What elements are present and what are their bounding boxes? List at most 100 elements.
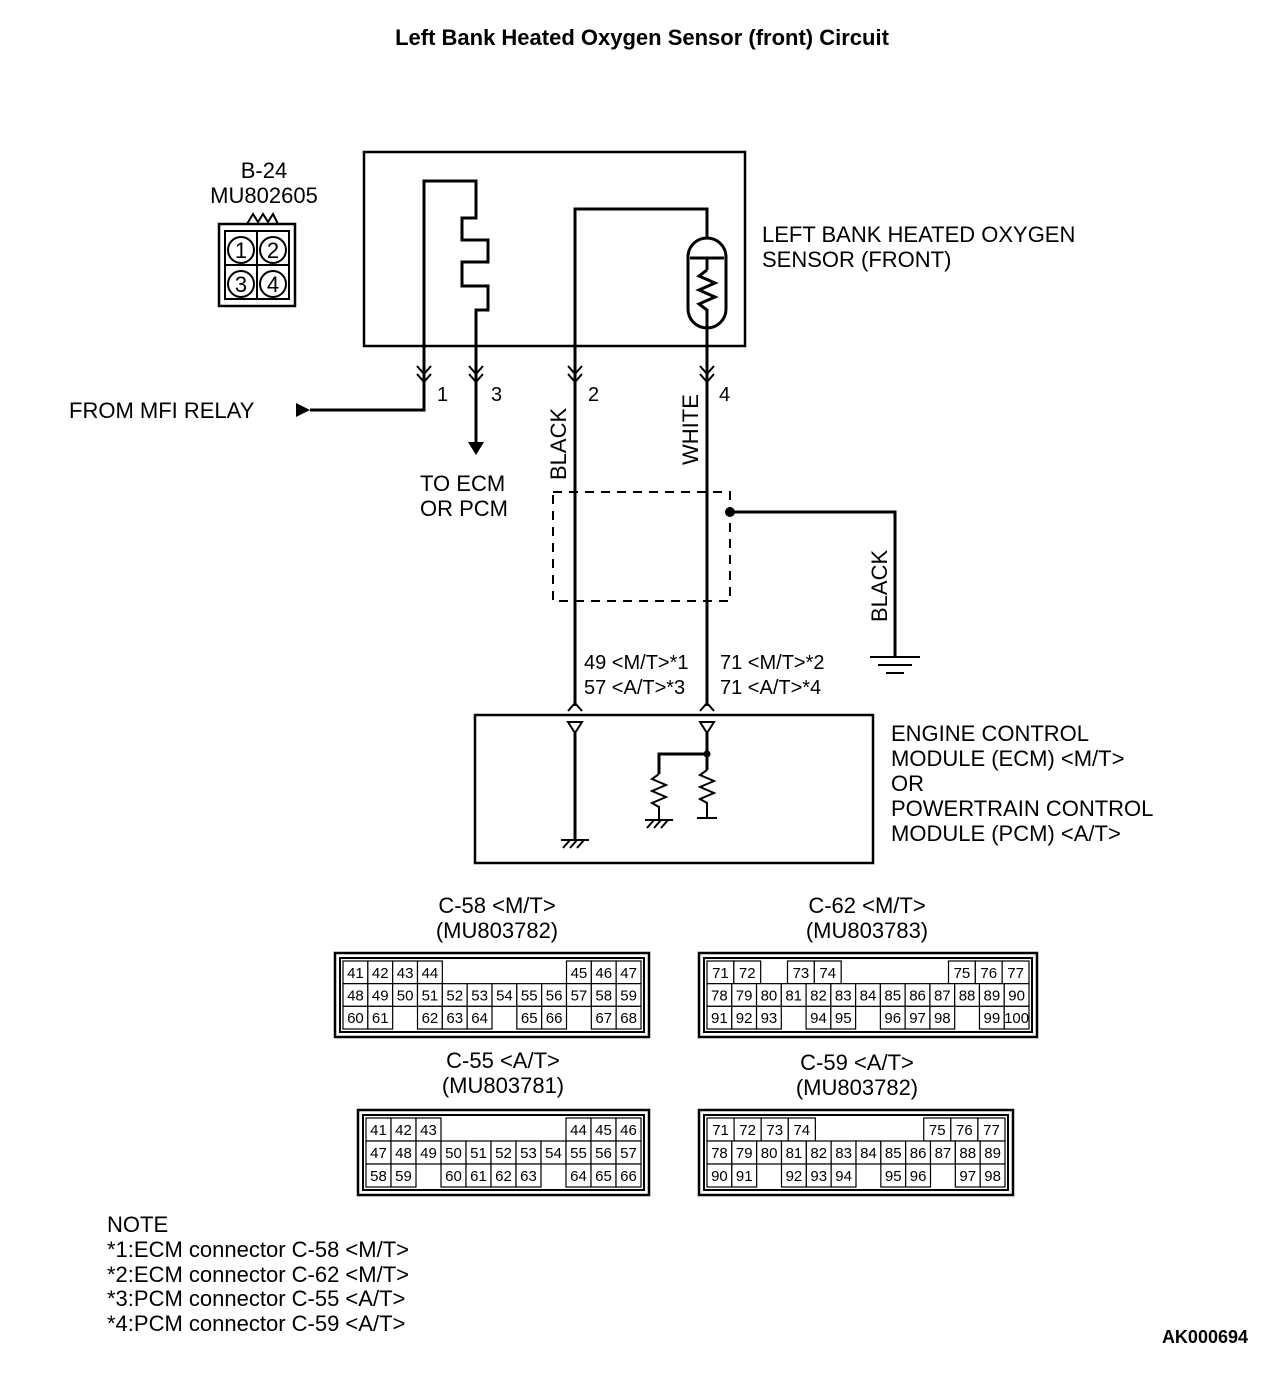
connector-pin-number: 41 <box>370 1122 387 1139</box>
ground-wire-label: BLACK <box>867 550 892 622</box>
connector-pin-number: 75 <box>954 965 971 982</box>
connector-pin-number: 45 <box>571 965 588 982</box>
sensor-connector-icon: 1 2 3 4 <box>217 211 297 308</box>
connector-pin-number: 45 <box>595 1122 612 1139</box>
connector-pin-number: 98 <box>984 1168 1001 1185</box>
connector-pin-number: 81 <box>786 1145 803 1162</box>
ecm-pin-ref-left-2: 57 <A/T>*3 <box>584 677 685 699</box>
connector-cell <box>929 1005 956 1030</box>
ecm-ground-mid-icon <box>645 819 673 829</box>
connector-pin-number: 76 <box>980 965 997 982</box>
connector-pin-number: 100 <box>1004 1010 1029 1027</box>
pin-label-4: 4 <box>719 384 730 406</box>
connector-pin-number: 49 <box>372 988 389 1005</box>
connector-pin-number: 53 <box>520 1145 537 1162</box>
ecm-pin-ref-right-1: 71 <M/T>*2 <box>720 652 825 674</box>
connector-cell <box>731 1163 758 1188</box>
ecm-label-line2: MODULE (ECM) <M/T> <box>891 746 1124 771</box>
connector-pin-number: 82 <box>810 988 827 1005</box>
connector-pin-number: 56 <box>595 1145 612 1162</box>
ecm-internal-circuit <box>561 721 717 849</box>
connector-pin-number: 42 <box>372 965 389 982</box>
connector-pin-number: 93 <box>761 1010 778 1027</box>
connector-pin-number: 54 <box>496 988 513 1005</box>
pin-label-2: 2 <box>588 384 599 406</box>
connector-pin-number: 99 <box>984 1010 1001 1027</box>
connector-pin-number: 65 <box>521 1010 538 1027</box>
connector-pin-number: 55 <box>521 988 538 1005</box>
connector-pin-number: 84 <box>860 988 877 1005</box>
connector-pin-number: 47 <box>370 1145 387 1162</box>
connector-pin-number: 81 <box>785 988 802 1005</box>
connector-pin-number: 64 <box>570 1168 587 1185</box>
connector-pin-number: 55 <box>570 1145 587 1162</box>
connector-cell <box>830 1163 857 1188</box>
note-line-2: *2:ECM connector C-62 <M/T> <box>107 1262 409 1287</box>
connector-pin-number: 48 <box>395 1145 412 1162</box>
connector-pin-number: 80 <box>761 988 778 1005</box>
connector-pin-number: 50 <box>445 1145 462 1162</box>
pin-label-1: 1 <box>437 384 448 406</box>
white-wire-label: WHITE <box>678 394 703 465</box>
connector-pin-number: 82 <box>810 1145 827 1162</box>
connector-pin-number: 72 <box>739 965 756 982</box>
connector-pin-number: 77 <box>983 1122 1000 1139</box>
connector-pin-number: 87 <box>934 988 951 1005</box>
connector-pin-number: 86 <box>910 1145 927 1162</box>
connector-pin-number: 41 <box>347 965 364 982</box>
connector-pin-number: 87 <box>935 1145 952 1162</box>
connector-pin-number: 93 <box>810 1168 827 1185</box>
connector-cell <box>515 1163 542 1188</box>
to-ecm-label-line2: OR PCM <box>420 496 508 521</box>
connector-pin-number: 74 <box>793 1122 810 1139</box>
connector-pin-4: 4 <box>267 272 279 297</box>
connector-pin-number: 75 <box>929 1122 946 1139</box>
connector-pin-number: 96 <box>910 1168 927 1185</box>
connector-pin-number: 90 <box>711 1168 728 1185</box>
connector-pin-number: 58 <box>370 1168 387 1185</box>
connector-pin-number: 64 <box>471 1010 488 1027</box>
connector-pin-number: 85 <box>885 1145 902 1162</box>
sensor-connector-chevrons <box>416 365 715 384</box>
connector-pin-number: 59 <box>395 1168 412 1185</box>
relay-arrow-icon <box>296 403 310 417</box>
black-wire-label: BLACK <box>546 408 571 480</box>
connector-pin-number: 52 <box>446 988 463 1005</box>
connector-pin-number: 77 <box>1007 965 1024 982</box>
connector-pin-number: 58 <box>595 988 612 1005</box>
connector-pin-number: 61 <box>372 1010 389 1027</box>
connector-pin-number: 71 <box>712 1122 729 1139</box>
connector-pin-number: 60 <box>347 1010 364 1027</box>
connector-cell <box>466 1005 493 1030</box>
connector-pin-number: 61 <box>470 1168 487 1185</box>
connector-pin-number: 47 <box>620 965 637 982</box>
diagram-title: Left Bank Heated Oxygen Sensor (front) C… <box>395 25 890 50</box>
connector-pin-number: 74 <box>819 965 836 982</box>
sensor-connector-code: B-24 <box>241 158 287 183</box>
connector-pin-number: 60 <box>445 1168 462 1185</box>
connector-pin-number: 95 <box>885 1168 902 1185</box>
connector-pin-number: 83 <box>835 988 852 1005</box>
sensor-label-line1: LEFT BANK HEATED OXYGEN <box>762 222 1075 247</box>
connector-c58-name: C-58 <M/T> <box>438 893 555 918</box>
connector-pin-number: 98 <box>934 1010 951 1027</box>
shield-box <box>552 491 731 602</box>
connector-pin-number: 88 <box>959 988 976 1005</box>
connector-pin-number: 44 <box>422 965 439 982</box>
connector-pin-number: 96 <box>884 1010 901 1027</box>
connector-pin-2: 2 <box>267 238 279 263</box>
connector-c62-part: (MU803783) <box>806 918 928 943</box>
connector-pin-number: 78 <box>711 988 728 1005</box>
connector-pin-number: 91 <box>711 1010 728 1027</box>
sensor-connector-part: MU802605 <box>210 183 318 208</box>
connector-pin-number: 91 <box>736 1168 753 1185</box>
connector-pin-number: 68 <box>620 1010 637 1027</box>
ecm-pin-ref-right-2: 71 <A/T>*4 <box>720 677 821 699</box>
connector-pin-number: 92 <box>786 1168 803 1185</box>
connector-pin-number: 53 <box>471 988 488 1005</box>
connector-pin-number: 88 <box>959 1145 976 1162</box>
connector-pin-number: 43 <box>397 965 414 982</box>
connector-pin-number: 76 <box>956 1122 973 1139</box>
connector-pin-number: 43 <box>420 1122 437 1139</box>
